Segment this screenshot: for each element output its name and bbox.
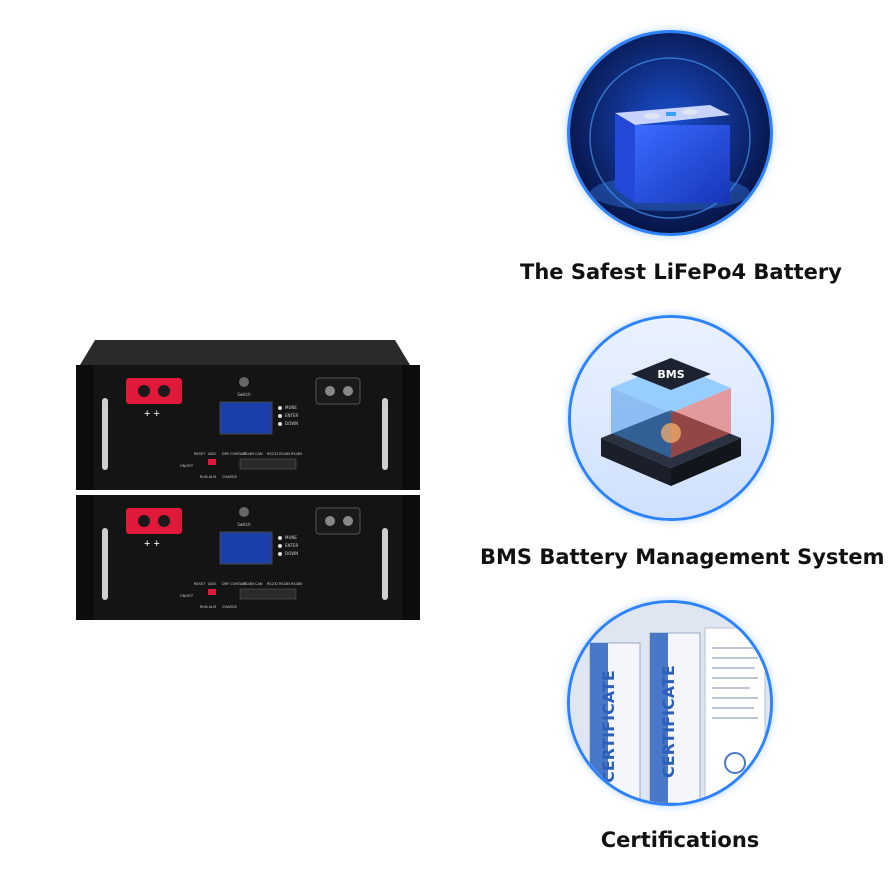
small-label: CHARGE xyxy=(222,475,237,479)
handle-left xyxy=(102,528,108,600)
port-label: RS485 xyxy=(279,582,290,586)
feature-circle: CERTIFICATE CERTIFICATE xyxy=(567,600,773,806)
port-label: ADD xyxy=(208,582,216,586)
port-label: CAN xyxy=(255,452,263,456)
svg-text:+ +: + + xyxy=(144,538,160,550)
feature-caption: BMS Battery Management System xyxy=(480,545,885,569)
lcd-screen xyxy=(219,401,273,435)
feature-lifepo4: The Safest LiFePo4 Battery xyxy=(520,30,842,300)
port-label: RESET xyxy=(194,582,206,586)
port-label: CAN xyxy=(255,582,263,586)
lifepo4-cell-icon xyxy=(570,33,770,233)
port-label: RS232 xyxy=(267,452,278,456)
port-label: RS485 xyxy=(279,452,290,456)
port-label: RS485 xyxy=(243,582,254,586)
power-switch-icon xyxy=(239,507,249,517)
port-label: ADD xyxy=(208,452,216,456)
feature-certifications: CERTIFICATE CERTIFICATE Certifications xyxy=(520,600,840,870)
bms-chip-label: BMS xyxy=(657,368,684,381)
small-label: CHARGE xyxy=(222,605,237,609)
port-label: RS485 xyxy=(291,452,302,456)
power-switch-icon xyxy=(239,377,249,387)
feature-caption: Certifications xyxy=(600,828,760,852)
menu-label: DOWN xyxy=(285,421,298,426)
svg-text:+ +: + + xyxy=(144,408,160,420)
menu-label: MUNE xyxy=(285,405,297,410)
battery-rack-image: + + Switch MUNE ENTER DOWN RESET ADD DRY… xyxy=(76,340,420,620)
port-label: RS485 xyxy=(291,582,302,586)
menu-label: ENTER xyxy=(285,543,298,548)
bms-chip-icon: BMS xyxy=(571,318,771,518)
lcd-screen xyxy=(219,531,273,565)
menu-label: DOWN xyxy=(285,551,298,556)
port-label: RS232 xyxy=(267,582,278,586)
small-label: ON/OFF xyxy=(180,464,193,468)
port-label: DRY CONTACT xyxy=(222,582,248,586)
handle-left xyxy=(102,398,108,470)
battery-unit-top: + + Switch MUNE ENTER DOWN RESET ADD DRY… xyxy=(76,340,420,490)
feature-circle xyxy=(567,30,773,236)
small-label: RUN ALM xyxy=(200,475,216,479)
handle-right xyxy=(382,398,388,470)
feature-bms: BMS BMS Battery Management System xyxy=(480,315,885,585)
cert-label: CERTIFICATE xyxy=(599,670,618,783)
positive-terminal xyxy=(126,508,182,534)
battery-unit-bottom: + + Switch MUNE ENTER DOWN RESET ADD DRY… xyxy=(76,495,420,620)
feature-caption: The Safest LiFePo4 Battery xyxy=(520,260,842,284)
port-label: DRY CONTACT xyxy=(222,452,248,456)
cert-label: CERTIFICATE xyxy=(659,665,678,778)
feature-circle: BMS xyxy=(568,315,774,521)
positive-terminal xyxy=(126,378,182,404)
switch-label: Switch xyxy=(237,392,251,397)
certificate-icon: CERTIFICATE CERTIFICATE xyxy=(570,603,770,803)
handle-right xyxy=(382,528,388,600)
menu-label: MUNE xyxy=(285,535,297,540)
port-label: RESET xyxy=(194,452,206,456)
small-label: ON/OFF xyxy=(180,594,193,598)
switch-label: Switch xyxy=(237,522,251,527)
menu-label: ENTER xyxy=(285,413,298,418)
port-label: RS485 xyxy=(243,452,254,456)
small-label: RUN ALM xyxy=(200,605,216,609)
